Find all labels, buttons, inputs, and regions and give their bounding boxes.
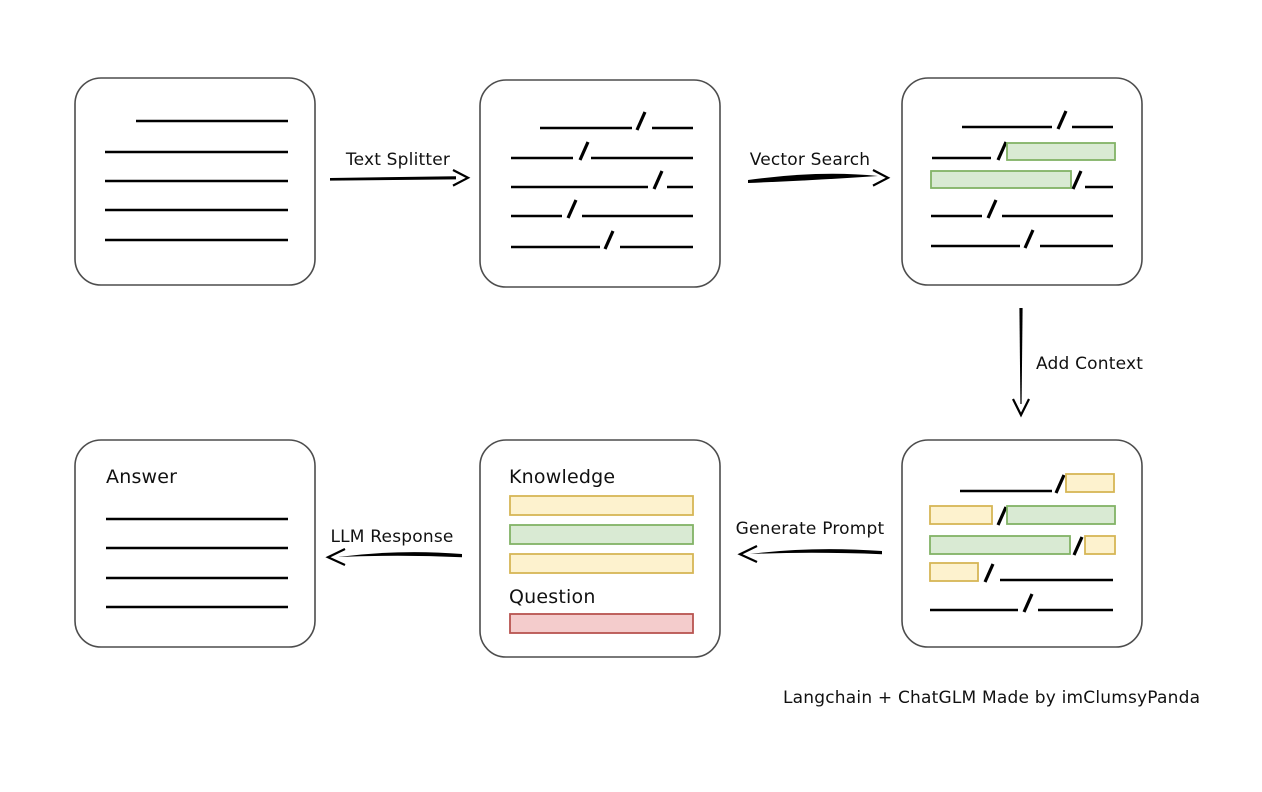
slash-separator xyxy=(996,141,1008,161)
arrow-head xyxy=(1012,398,1030,418)
arrow-shaft xyxy=(338,552,462,558)
context-chunk-yellow[interactable] xyxy=(1084,535,1116,555)
split-chunks-node[interactable] xyxy=(479,79,721,288)
split-chunks-lines xyxy=(511,111,693,250)
slash-separator xyxy=(983,563,995,583)
context-chunk-yellow[interactable] xyxy=(929,505,993,525)
matched-chunks-node[interactable] xyxy=(901,77,1143,286)
slash-separator xyxy=(603,230,615,250)
slash-separator xyxy=(578,141,590,161)
knowledge-bar-yellow[interactable] xyxy=(509,495,694,516)
context-document-node[interactable] xyxy=(901,439,1143,648)
edge-label-llm-response: LLM Response xyxy=(330,527,453,547)
split-chunks-box[interactable] xyxy=(479,79,721,288)
question-bar-red[interactable] xyxy=(509,613,694,634)
edge-label-vector-search: Vector Search xyxy=(750,150,871,170)
context-chunk-yellow[interactable] xyxy=(1065,473,1115,493)
prompt-box-node[interactable]: Knowledge Question xyxy=(479,439,721,658)
answer-label: Answer xyxy=(106,466,177,488)
knowledge-bars xyxy=(509,495,694,574)
edge-llm-response: LLM Response xyxy=(325,527,462,566)
answer-box[interactable] xyxy=(74,439,316,648)
slash-separator xyxy=(652,170,664,190)
slash-separator xyxy=(1022,593,1034,613)
arrow-head xyxy=(325,548,346,566)
context-document-rows xyxy=(929,473,1116,613)
slash-separator xyxy=(1071,170,1083,190)
footer-credit: Langchain + ChatGLM Made by imClumsyPand… xyxy=(783,688,1200,708)
knowledge-label: Knowledge xyxy=(509,466,615,488)
matched-chunk-green[interactable] xyxy=(930,170,1072,189)
slash-separator xyxy=(1054,474,1066,494)
arrow-shaft xyxy=(1019,308,1023,404)
slash-separator xyxy=(566,199,578,219)
slash-separator xyxy=(996,506,1008,526)
prompt-box[interactable] xyxy=(479,439,721,658)
question-bars xyxy=(509,613,694,634)
slash-separator xyxy=(1072,536,1084,556)
slash-separator xyxy=(1056,110,1068,130)
slash-separator xyxy=(635,111,647,131)
context-chunk-yellow[interactable] xyxy=(929,562,979,582)
edge-generate-prompt: Generate Prompt xyxy=(736,519,885,563)
source-document-lines xyxy=(105,119,288,242)
arrow-shaft xyxy=(748,173,878,183)
edge-label-text-splitter: Text Splitter xyxy=(345,150,450,170)
edge-label-generate-prompt: Generate Prompt xyxy=(736,519,885,539)
slash-separator xyxy=(1023,229,1035,249)
source-document-node[interactable] xyxy=(74,77,316,286)
answer-node[interactable]: Answer xyxy=(74,439,316,648)
edge-vector-search: Vector Search xyxy=(748,150,891,187)
slash-separator xyxy=(986,199,998,219)
answer-lines xyxy=(106,517,288,609)
question-label: Question xyxy=(509,586,596,608)
knowledge-bar-yellow[interactable] xyxy=(509,553,694,574)
knowledge-bar-green[interactable] xyxy=(509,524,694,545)
arrow-shaft xyxy=(750,549,882,555)
context-chunk-green[interactable] xyxy=(929,535,1071,555)
edge-label-add-context: Add Context xyxy=(1036,354,1143,374)
edge-add-context: Add Context xyxy=(1012,308,1143,418)
arrow-head xyxy=(737,545,758,563)
arrow-shaft xyxy=(330,176,456,181)
context-chunk-green[interactable] xyxy=(1006,505,1116,525)
arrow-head xyxy=(452,169,471,187)
arrow-head xyxy=(872,169,891,187)
matched-chunk-green[interactable] xyxy=(1006,142,1116,161)
edge-text-splitter: Text Splitter xyxy=(330,150,471,187)
matched-chunks-lines xyxy=(930,110,1116,249)
